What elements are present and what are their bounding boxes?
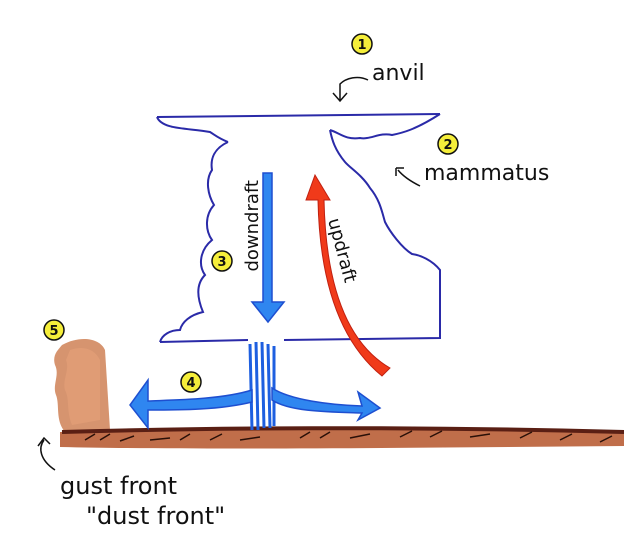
anvil-pointer-arrow — [339, 76, 369, 100]
marker-4: 4 — [180, 371, 202, 393]
marker-3-number: 3 — [217, 255, 226, 270]
downdraft-label: downdraft — [242, 180, 263, 272]
marker-3: 3 — [211, 250, 233, 272]
mammatus-pointer-arrow — [397, 169, 421, 187]
gust-front-label: gust front — [60, 472, 177, 500]
ground — [60, 426, 624, 449]
dust-cloud — [54, 338, 110, 432]
marker-1: 1 — [351, 33, 373, 55]
downdraft-arrow — [250, 172, 286, 324]
anvil-label: anvil — [372, 61, 425, 86]
marker-5-number: 5 — [49, 324, 58, 339]
anvil-arrow-head — [332, 92, 348, 103]
marker-5: 5 — [43, 319, 65, 341]
anvil-top — [156, 113, 441, 118]
outflow-arrows — [129, 341, 382, 431]
updraft-arrow — [305, 173, 391, 377]
gust-front-arrow-head — [37, 436, 51, 447]
marker-2: 2 — [437, 133, 459, 155]
cloud-outline — [156, 113, 441, 343]
dust-front-label: "dust front" — [86, 502, 225, 530]
mammatus-arrow-head — [395, 167, 404, 176]
mammatus-label: mammatus — [424, 161, 549, 186]
marker-2-number: 2 — [443, 138, 452, 153]
marker-4-number: 4 — [186, 376, 195, 391]
gust-front-pointer-arrow — [40, 439, 56, 471]
marker-1-number: 1 — [357, 38, 366, 53]
